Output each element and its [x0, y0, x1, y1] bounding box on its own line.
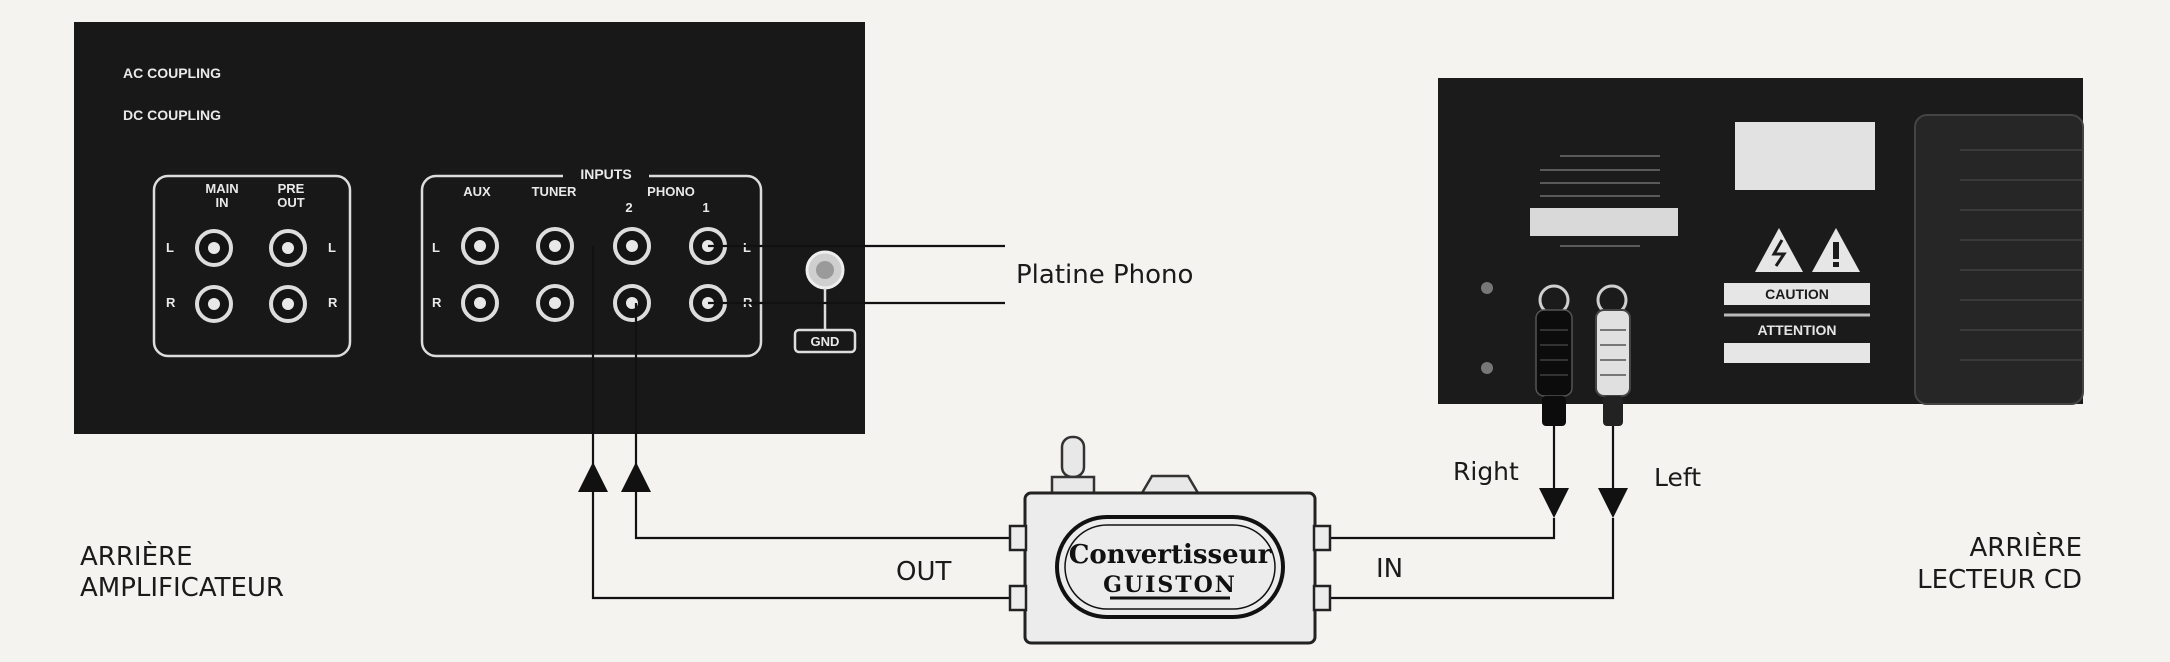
left-label: Left [1654, 463, 1701, 492]
main-pre-group-frame [152, 174, 352, 358]
converter-name: Convertisseur [1069, 540, 1272, 570]
cd-player-rear-panel: CAUTION ATTENTION [1438, 78, 2084, 426]
phono1-l-label: L [743, 240, 751, 255]
tuner-label: TUNER [532, 184, 577, 199]
rating-plate [1530, 208, 1678, 236]
amp-caption-line1: ARRIÈRE [80, 540, 193, 572]
pre-r-label: R [328, 295, 338, 310]
cd-right-plug [1535, 309, 1573, 426]
in-wire-lower [1330, 518, 1615, 600]
out-wire-lower [591, 246, 1010, 600]
amp-caption-line2: AMPLIFICATEUR [80, 573, 284, 603]
toggle-switch-icon [1060, 435, 1086, 479]
amplifier-rear-panel: AC COUPLING DC COUPLING MAIN IN PRE OUT … [74, 22, 865, 434]
attention-plate [1724, 343, 1870, 363]
inputs-title: INPUTS [580, 166, 631, 182]
arrow-up-icon [621, 462, 651, 492]
caution-label: CAUTION [1765, 286, 1829, 302]
phono-2-label: 2 [625, 200, 632, 215]
right-label: Right [1453, 457, 1519, 486]
arrow-down-icon [1598, 488, 1628, 518]
main-in-jacks [195, 229, 233, 323]
caution-plate [1724, 283, 1870, 305]
out-label: OUT [896, 557, 951, 587]
main-label: MAIN [205, 181, 238, 196]
brand-oval [1055, 515, 1285, 619]
amplifier-panel-body [74, 22, 865, 434]
inputs-r-label: R [432, 295, 442, 310]
converter-body [1023, 491, 1317, 645]
pre-l-label: L [328, 240, 336, 255]
in-connector [1312, 584, 1332, 612]
manufacturer-text-lines [1540, 155, 1660, 197]
arrow-up-icon [578, 462, 608, 492]
aux-label: AUX [463, 184, 491, 199]
ac-coupling-label: AC COUPLING [123, 65, 221, 81]
in-label: IN [216, 195, 229, 210]
inputs-l-label: L [432, 240, 440, 255]
converter-brand: GUISTON [1103, 572, 1237, 598]
platine-phono-label: Platine Phono [1016, 260, 1193, 290]
pre-label: PRE [278, 181, 305, 196]
gnd-badge [793, 328, 857, 354]
main-r-label: R [166, 295, 176, 310]
cd-caption-line2: LECTEUR CD [1917, 565, 2082, 595]
attention-label: ATTENTION [1757, 322, 1836, 338]
cd-vent-area [1914, 114, 2084, 405]
cd-left-plug [1595, 309, 1631, 426]
electric-warning-icon [1755, 228, 1803, 272]
main-l-label: L [166, 240, 174, 255]
in-label: IN [1376, 554, 1403, 584]
dc-coupling-label: DC COUPLING [123, 107, 221, 123]
phono-1-label: 1 [702, 200, 709, 215]
serial-plate [1735, 122, 1875, 190]
out-connector [1008, 524, 1028, 552]
screw-icon [1481, 282, 1493, 294]
arrow-down-icon [1539, 488, 1569, 518]
out-wire-upper [634, 303, 1010, 540]
in-connector [1312, 524, 1332, 552]
pre-out-jacks [269, 229, 307, 323]
screw-icon [1481, 362, 1493, 374]
phono-label: PHONO [647, 184, 695, 199]
out-panel-label: OUT [277, 195, 305, 210]
out-connector [1008, 584, 1028, 612]
wiring [578, 244, 1628, 600]
cd-caption-line1: ARRIÈRE [1969, 531, 2082, 563]
converter-box: Convertisseur GUISTON [1008, 435, 1332, 645]
in-wire-upper [1330, 518, 1556, 540]
gnd-label: GND [811, 334, 840, 349]
